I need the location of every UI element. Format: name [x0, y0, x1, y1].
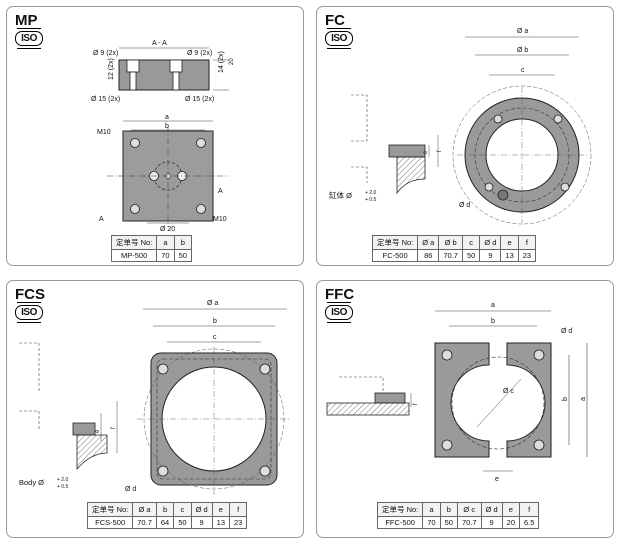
table-row: FFC-500 70 50 70.7 9 20 6.5 [376, 516, 540, 529]
clamp-side [374, 392, 406, 404]
dim-a: a [491, 302, 495, 309]
label-m10-bottom: M10 [213, 216, 227, 223]
panel-title: FC [325, 12, 345, 29]
dim-b: b [165, 123, 169, 130]
dim-c: c [521, 67, 525, 74]
dim-d9-right: Ø 9 (2x) [187, 50, 212, 57]
dim-a: Ø a [207, 300, 218, 307]
panel-mp: MP ISO A - A Ø 9 (2x) Ø 9 (2x) 12 (2x) 1… [6, 6, 304, 266]
clamp-left [434, 342, 490, 458]
dim-d15-right: Ø 15 (2x) [185, 96, 214, 103]
dim-f: f [111, 427, 117, 429]
dim-d: Ø d [125, 486, 136, 493]
table-row: MP-500 70 50 [110, 249, 192, 262]
mp-drawing: A - A Ø 9 (2x) Ø 9 (2x) 12 (2x) 14 (2x) … [91, 40, 235, 233]
dim-c: Ø c [503, 388, 514, 395]
section-mark-left: A [99, 216, 104, 223]
dim-b: b [213, 318, 217, 325]
tol-plus: + 2.0 [365, 190, 376, 196]
dim-h12: 12 (2x) [108, 58, 115, 80]
tol-minus: + 0.5 [365, 197, 376, 203]
dim-d: Ø d [561, 328, 572, 335]
clamp-right [506, 342, 552, 458]
panel-ffc: FFC ISO a b Ø c Ø d e f b a [316, 280, 614, 538]
dim-e: e [423, 150, 429, 154]
section-mark-right: A [218, 188, 223, 195]
dim-d: Ø d [459, 202, 470, 209]
iso-logo: ISO [15, 28, 43, 49]
dim-b: Ø b [517, 47, 528, 54]
table-header: 定单号 No: a b Ø c Ø d e f [376, 502, 540, 517]
dim-e: e [495, 476, 499, 483]
dim-b: b [491, 318, 495, 325]
label-m10-top: M10 [97, 129, 111, 136]
dim-d9-left: Ø 9 (2x) [93, 50, 118, 57]
panel-title: FCS [15, 286, 45, 303]
dim-a: a [165, 114, 169, 121]
dim-d15-left: Ø 15 (2x) [91, 96, 120, 103]
dim-e: e [95, 429, 101, 433]
dim-h14: 14 (2x) [218, 51, 225, 73]
section-label: A - A [152, 40, 167, 47]
fcs-drawing: e f Body Ø + 2.0 + 0.5 Ø a b c Ø d [19, 300, 291, 495]
body-label: Body Ø [19, 478, 44, 487]
dim-h20: 20 [229, 58, 235, 65]
fc-drawing: e f 缸体 Ø + 2.0 + 0.5 Ø a Ø b c Ø d [329, 28, 592, 225]
panel-fcs: FCS ISO e f Body Ø + 2.0 + 0.5 Ø a b c [6, 280, 304, 538]
dim-f: f [437, 150, 443, 152]
dim-d20: Ø 20 [160, 226, 175, 233]
spec-table-fc: 定单号 No: Ø a Ø b c Ø d e f FC-500 86 70.7… [371, 235, 537, 262]
table-row: FCS-500 70.7 64 50 9 13 23 [86, 516, 248, 529]
tol-minus: + 0.5 [57, 484, 68, 490]
dim-a: Ø a [517, 28, 528, 35]
side-a: a [580, 397, 587, 401]
iso-logo: ISO [325, 28, 353, 49]
flange-side [72, 422, 96, 436]
spec-table-fcs: 定单号 No: Ø a b c Ø d e f FCS-500 70.7 64 … [86, 502, 248, 529]
tol-plus: + 2.0 [57, 477, 68, 483]
ffc-drawing: a b Ø c Ø d e f b a [326, 302, 588, 483]
iso-logo: ISO [15, 302, 43, 323]
spec-table-mp: 定单号 No: a b MP-500 70 50 [110, 235, 192, 262]
dim-f: f [413, 403, 419, 405]
body-label: 缸体 Ø [329, 190, 352, 200]
panel-fc: FC ISO e f 缸体 Ø + 2.0 + 0.5 Ø a Ø b c [316, 6, 614, 266]
table-header: 定单号 No: Ø a b c Ø d e f [86, 502, 248, 517]
iso-logo: ISO [325, 302, 353, 323]
panel-title: FFC [325, 286, 355, 303]
spec-table-ffc: 定单号 No: a b Ø c Ø d e f FFC-500 70 50 70… [376, 502, 540, 529]
dim-c: c [213, 334, 217, 341]
side-b: b [562, 397, 569, 401]
panel-title: MP [15, 12, 38, 29]
table-header: 定单号 No: a b [110, 235, 192, 250]
table-row: FC-500 86 70.7 50 9 13 23 [371, 249, 537, 262]
flange-side [388, 144, 426, 158]
table-header: 定单号 No: Ø a Ø b c Ø d e f [371, 235, 537, 250]
